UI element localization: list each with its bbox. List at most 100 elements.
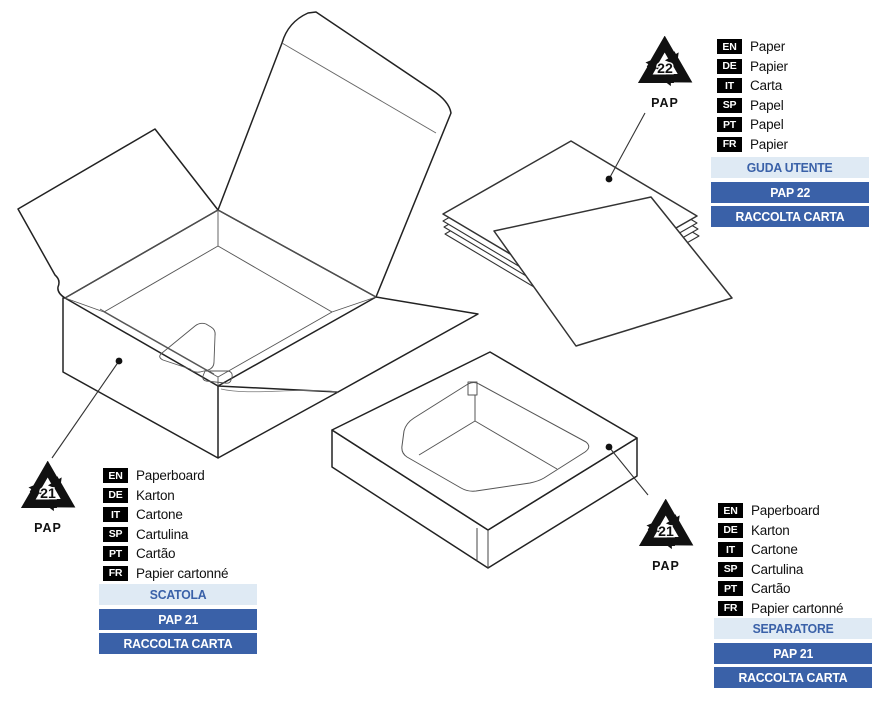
language-code-badge: SP — [718, 561, 743, 577]
language-code-badge: EN — [103, 468, 128, 484]
recycling-material-code: PAP — [652, 559, 680, 573]
language-row: FR Papier cartonné — [103, 564, 229, 584]
language-list-user-guide: EN Paper DE Papier IT Carta SP Papel PT … — [717, 37, 788, 154]
language-row: PT Cartão — [103, 544, 228, 564]
language-code-badge: FR — [718, 600, 743, 616]
language-row: SP Cartulina — [103, 525, 228, 545]
recycling-number: 21 — [40, 485, 56, 501]
language-material-label: Cartulina — [751, 561, 804, 577]
language-code-badge: PT — [717, 117, 742, 133]
language-material-label: Karton — [136, 487, 175, 503]
recycling-symbol-box: 21 PAP — [16, 461, 80, 535]
language-row: PT Papel — [717, 115, 788, 135]
box-right-flap — [217, 296, 479, 393]
language-code-badge: PT — [718, 581, 743, 597]
recycling-pap-icon: 22 — [637, 36, 693, 87]
language-row: EN Paperboard — [718, 501, 843, 521]
language-row: IT Cartone — [718, 540, 843, 560]
box-lid-flap — [217, 11, 452, 298]
language-material-label: Cartone — [751, 542, 798, 558]
language-code-badge: SP — [717, 97, 742, 113]
language-material-label: Cartão — [136, 546, 176, 562]
language-list-box: EN Paperboard DE Karton IT Cartone SP Ca… — [103, 466, 229, 584]
language-code-badge: DE — [103, 487, 128, 503]
info-bars-box: SCATOLA PAP 21 RACCOLTA CARTA — [99, 584, 257, 654]
language-material-label: Paper — [750, 39, 786, 55]
language-code-badge: DE — [718, 522, 743, 538]
tray-leader-line — [608, 446, 649, 496]
papers-leader-line — [608, 112, 646, 180]
component-name-bar: SEPARATORE — [714, 618, 872, 639]
language-row: IT Cartone — [103, 505, 228, 525]
leader-dot — [605, 443, 613, 451]
collection-stream-bar: RACCOLTA CARTA — [711, 206, 869, 227]
collection-stream-bar: RACCOLTA CARTA — [99, 633, 257, 654]
box-left-flap — [17, 128, 219, 299]
language-code-badge: PT — [103, 546, 128, 562]
leader-dot — [115, 357, 123, 365]
language-material-label: Papel — [750, 117, 784, 133]
recycling-material-code: PAP — [651, 96, 679, 110]
language-material-label: Papel — [750, 97, 784, 113]
language-code-badge: IT — [718, 542, 743, 558]
language-material-label: Karton — [751, 522, 790, 538]
paper-sheets-drawing — [442, 140, 733, 347]
info-bars-separator: SEPARATORE PAP 21 RACCOLTA CARTA — [714, 618, 872, 688]
language-code-badge: EN — [717, 39, 742, 55]
language-row: DE Karton — [718, 521, 843, 541]
language-material-label: Paperboard — [751, 503, 820, 519]
language-code-badge: EN — [718, 503, 743, 519]
leader-dot — [605, 175, 613, 183]
recycling-number: 22 — [657, 60, 673, 76]
pap-code-bar: PAP 21 — [99, 608, 257, 630]
language-row: PT Cartão — [718, 579, 843, 599]
box-floor-cutout — [159, 322, 216, 373]
recycling-pap-icon: 21 — [638, 499, 694, 550]
language-row: EN Paper — [717, 37, 788, 57]
component-name-bar: GUDA UTENTE — [711, 157, 869, 178]
box-interior-lines — [64, 210, 377, 386]
language-code-badge: FR — [103, 565, 128, 581]
language-material-label: Papier cartonné — [751, 600, 844, 616]
box-front-wall — [62, 297, 219, 459]
language-material-label: Papier — [750, 58, 788, 74]
language-row: FR Papier — [717, 135, 788, 155]
language-row: SP Cartulina — [718, 560, 843, 580]
language-code-badge: FR — [717, 136, 742, 152]
language-row: DE Karton — [103, 486, 228, 506]
recycling-number: 21 — [658, 523, 674, 539]
separator-tray-drawing — [331, 351, 638, 569]
front-sheet — [493, 196, 733, 347]
recycling-symbol-separator: 21 PAP — [634, 499, 698, 573]
recycling-material-code: PAP — [34, 521, 62, 535]
language-row: EN Paperboard — [103, 466, 228, 486]
language-material-label: Paperboard — [136, 468, 205, 484]
info-bars-user-guide: GUDA UTENTE PAP 22 RACCOLTA CARTA — [711, 157, 869, 227]
pap-code-bar: PAP 21 — [714, 642, 872, 664]
language-material-label: Cartão — [751, 581, 791, 597]
language-code-badge: SP — [103, 526, 128, 542]
language-row: IT Carta — [717, 76, 788, 96]
tray-recess — [401, 381, 590, 492]
language-material-label: Papier cartonné — [136, 565, 229, 581]
language-code-badge: DE — [717, 58, 742, 74]
language-material-label: Papier — [750, 136, 788, 152]
component-name-bar: SCATOLA — [99, 584, 257, 605]
language-code-badge: IT — [103, 507, 128, 523]
open-box-drawing — [17, 11, 479, 459]
language-material-label: Cartulina — [136, 526, 189, 542]
language-material-label: Cartone — [136, 507, 183, 523]
leader-lines — [51, 112, 649, 496]
language-list-separator: EN Paperboard DE Karton IT Cartone SP Ca… — [718, 501, 844, 619]
recycling-pap-icon: 21 — [20, 461, 76, 512]
box-leader-line — [51, 360, 120, 459]
language-material-label: Carta — [750, 78, 783, 94]
language-code-badge: IT — [717, 78, 742, 94]
language-row: FR Papier cartonné — [718, 599, 844, 619]
pap-code-bar: PAP 22 — [711, 181, 869, 203]
recycling-symbol-user-guide: 22 PAP — [633, 36, 697, 110]
language-row: DE Papier — [717, 57, 788, 77]
language-row: SP Papel — [717, 96, 788, 116]
